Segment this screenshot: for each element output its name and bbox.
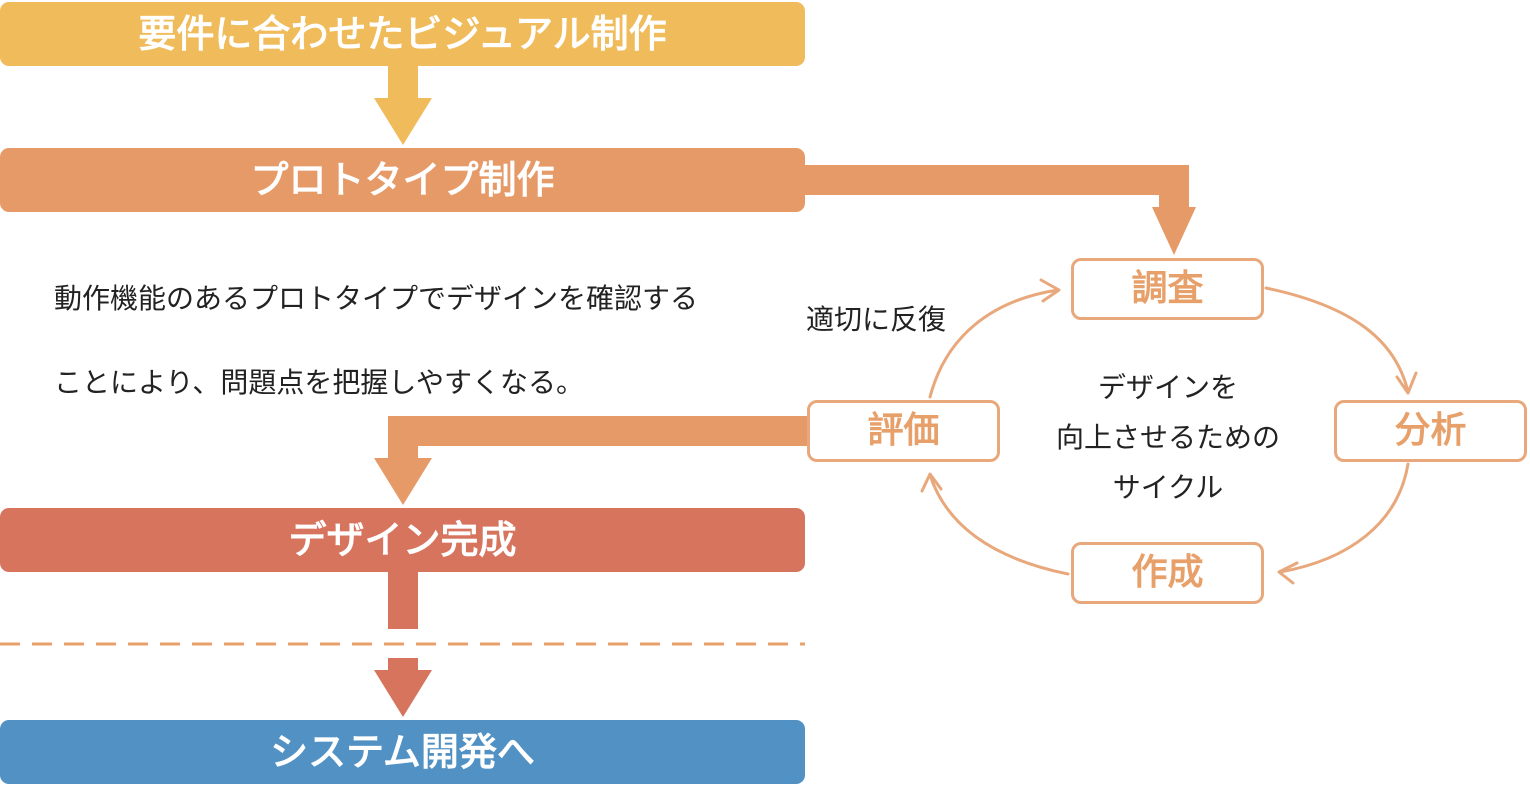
cycle-arrowhead-create (1277, 561, 1299, 585)
cycle-arrowhead-survey (1039, 278, 1061, 303)
cycle-arrow-evaluation-to-survey (928, 288, 1060, 399)
prototype-description-line1: 動作機能のあるプロトタイプでデザインを確認する (54, 282, 699, 315)
step-prototype-production: プロトタイプ制作 (0, 148, 805, 212)
cycle-step-survey: 調査 (1071, 258, 1264, 320)
arrow-step1-to-step2 (374, 66, 432, 145)
cycle-center-line1: デザインを (1097, 371, 1238, 404)
cycle-arrowhead-analysis (1395, 371, 1418, 395)
cycle-step-create: 作成 (1071, 542, 1264, 604)
step-visual-production: 要件に合わせたビジュアル制作 (0, 2, 805, 66)
cycle-center-line3: サイクル (1112, 471, 1224, 504)
cycle-center-line2: 向上させるための (1055, 421, 1280, 454)
cycle-step-analysis: 分析 (1334, 400, 1527, 462)
cycle-step-evaluation: 評価 (807, 400, 1000, 462)
prototype-description: 動作機能のあるプロトタイプでデザインを確認する ことにより、問題点を把握しやすく… (54, 236, 698, 446)
cycle-arrow-create-to-evaluation (928, 473, 1070, 576)
repeat-label: 適切に反復 (806, 303, 947, 336)
arrow-evaluation-to-complete (374, 416, 807, 505)
cycle-arrow-analysis-to-create (1278, 462, 1410, 574)
arrow-step3-stem (388, 572, 418, 629)
step-design-complete: デザイン完成 (0, 508, 805, 572)
arrow-prototype-to-cycle (805, 165, 1196, 255)
arrow-step3-to-step4 (374, 658, 432, 717)
cycle-arrowhead-evaluation (920, 472, 943, 493)
cycle-arrow-survey-to-analysis (1264, 286, 1410, 394)
step-system-development: システム開発へ (0, 720, 805, 784)
prototype-description-line2: ことにより、問題点を把握しやすくなる。 (54, 366, 585, 399)
cycle-center-label: デザインを 向上させるための サイクル (1040, 363, 1296, 513)
